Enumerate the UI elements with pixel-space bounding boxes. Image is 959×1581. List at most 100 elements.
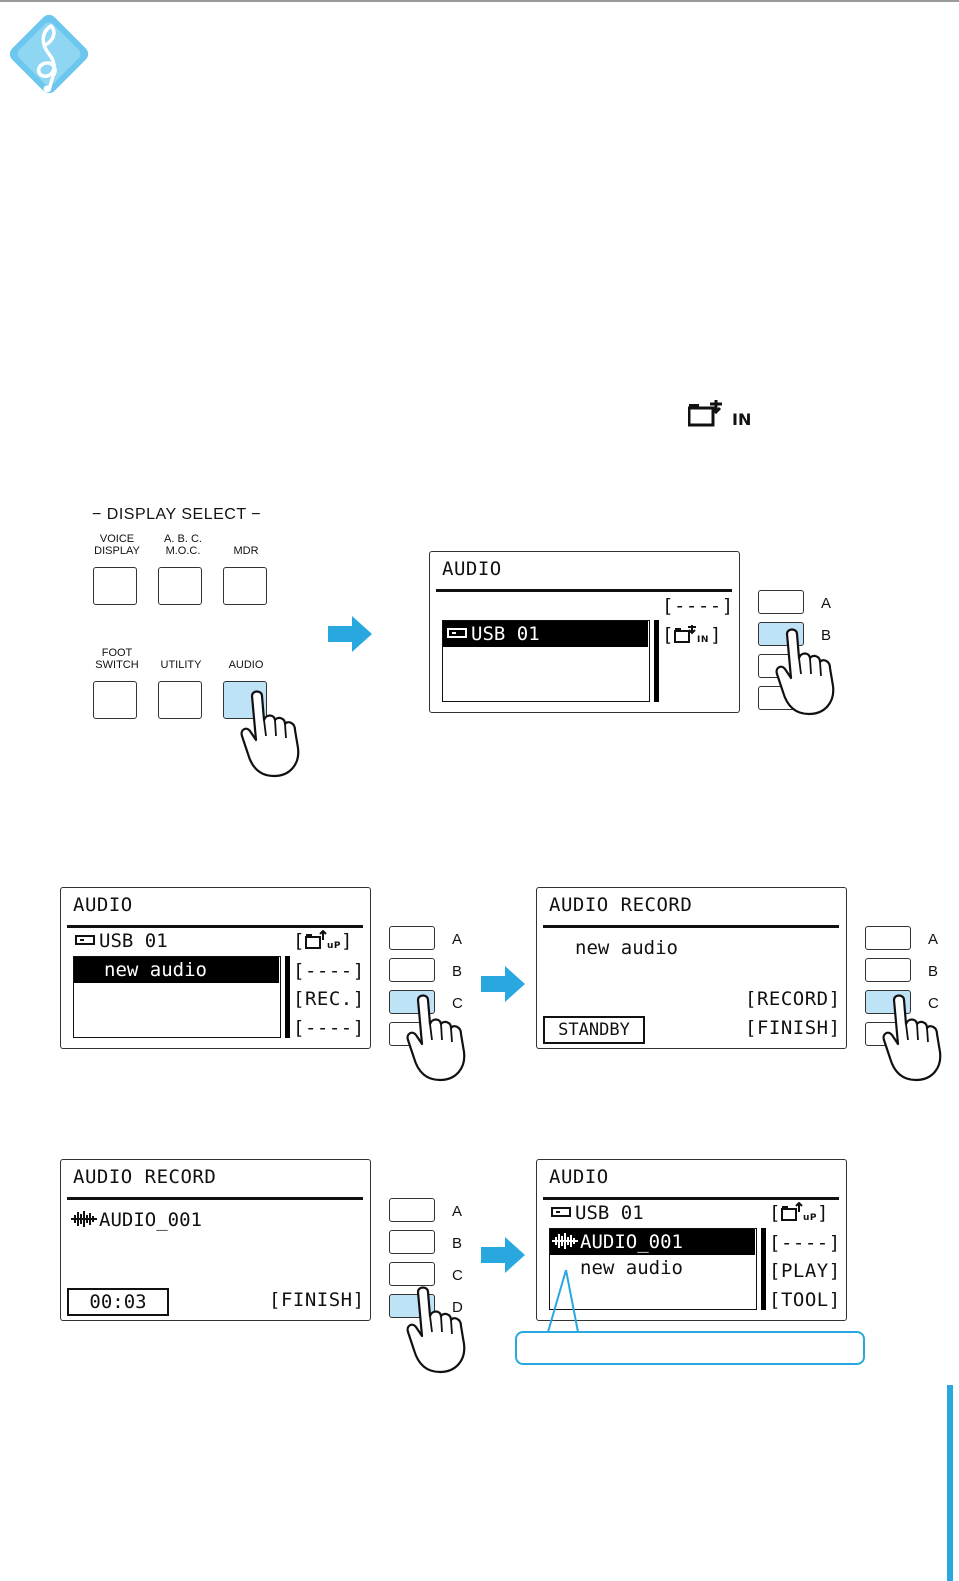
- lcd-title: AUDIO: [549, 1166, 609, 1188]
- audio-label: AUDIO: [228, 659, 264, 671]
- side-button-b[interactable]: [389, 958, 435, 982]
- display-select-title: − DISPLAY SELECT −: [92, 506, 262, 523]
- file-list: USB 01: [442, 620, 650, 702]
- lcd-title-rule: [543, 1197, 839, 1200]
- callout-pointer: [547, 1270, 579, 1333]
- treble-clef-diamond-icon: [9, 14, 89, 94]
- soft-key-a: [uP]: [293, 929, 353, 952]
- soft-key-d: [TOOL]: [769, 1289, 841, 1311]
- side-button-a[interactable]: [389, 1198, 435, 1222]
- svg-text:uP: uP: [803, 1213, 817, 1222]
- utility-button[interactable]: [158, 681, 202, 719]
- lcd-title: AUDIO: [73, 894, 133, 916]
- side-label-a: A: [928, 931, 939, 948]
- usb-device-icon: [447, 627, 467, 638]
- lcd-title-rule: [436, 589, 732, 592]
- side-label-a: A: [452, 931, 463, 948]
- soft-key-b: [IN]: [662, 624, 722, 646]
- svg-text:uP: uP: [327, 941, 341, 950]
- lcd-title: AUDIO: [442, 558, 502, 580]
- voice-display-button[interactable]: [93, 567, 137, 605]
- device-row: USB 01: [551, 1201, 644, 1225]
- device-row: USB 01: [75, 929, 168, 953]
- side-label-b: B: [452, 963, 463, 980]
- side-label-d: D: [452, 1299, 463, 1316]
- side-button-b[interactable]: [389, 1230, 435, 1254]
- soft-key-d: [----]: [293, 1017, 365, 1039]
- side-label-b: B: [821, 627, 832, 644]
- scrollbar[interactable]: [654, 620, 659, 702]
- list-item[interactable]: new audio: [580, 1257, 683, 1279]
- side-label-a: A: [452, 1203, 463, 1220]
- soft-key-c: [PLAY]: [769, 1260, 841, 1282]
- side-button-b[interactable]: [865, 958, 911, 982]
- side-button-a[interactable]: [389, 926, 435, 950]
- lcd-audio-screen-3: AUDIO USB 01 [uP] [----] [PLAY] [TOOL] A…: [536, 1159, 847, 1321]
- side-label-a: A: [821, 595, 832, 612]
- soft-key-b: [----]: [769, 1232, 841, 1254]
- svg-text:IN: IN: [697, 635, 709, 644]
- selected-usb-item[interactable]: USB 01: [443, 621, 648, 647]
- pointing-hand-icon: [775, 628, 835, 716]
- selected-new-audio-item[interactable]: new audio: [74, 957, 279, 983]
- side-label-b: B: [928, 963, 939, 980]
- audio-waveform-icon: [552, 1232, 578, 1249]
- soft-key-a: [uP]: [769, 1201, 829, 1224]
- song-name: new audio: [575, 937, 678, 959]
- folder-in-icon: IN: [673, 624, 709, 645]
- usb-device-icon: [75, 934, 95, 945]
- folder-up-icon: uP: [304, 929, 341, 951]
- pointing-hand-icon: [406, 994, 466, 1082]
- pointing-hand-icon: [882, 994, 942, 1082]
- top-divider: [0, 0, 959, 2]
- in-text: IN: [732, 410, 751, 428]
- folder-up-icon: uP: [780, 1201, 817, 1223]
- abc-moc-label: A. B. C. M.O.C.: [164, 533, 202, 557]
- utility-label: UTILITY: [160, 659, 202, 671]
- foot-switch-button[interactable]: [93, 681, 137, 719]
- scrollbar[interactable]: [285, 956, 290, 1038]
- lcd-title: AUDIO RECORD: [73, 1166, 217, 1188]
- lcd-audio-screen-1: AUDIO [----] [IN] USB 01: [429, 551, 740, 713]
- file-list: AUDIO_001 new audio: [549, 1228, 757, 1310]
- mdr-label: MDR: [233, 545, 259, 557]
- soft-key-d: [FINISH]: [269, 1289, 365, 1311]
- side-label-c: C: [928, 995, 939, 1012]
- lcd-title-rule: [543, 925, 839, 928]
- lcd-title-rule: [67, 925, 363, 928]
- lcd-audio-screen-2: AUDIO USB 01 [uP] [----] [REC.] [----] n…: [60, 887, 371, 1049]
- abc-moc-button[interactable]: [158, 567, 202, 605]
- lcd-audio-record-standby: AUDIO RECORD new audio [RECORD] [FINISH]…: [536, 887, 847, 1049]
- recording-time: 00:03: [67, 1288, 169, 1316]
- status-badge: STANDBY: [543, 1016, 645, 1044]
- voice-display-label: VOICE DISPLAY: [94, 533, 140, 557]
- right-arrow-icon: [328, 616, 372, 652]
- right-arrow-icon: [481, 966, 525, 1002]
- side-label-c: C: [452, 995, 463, 1012]
- foot-switch-label: FOOT SWITCH: [95, 647, 139, 671]
- side-button-a[interactable]: [758, 590, 804, 614]
- selected-audio-file-item[interactable]: AUDIO_001: [550, 1229, 755, 1255]
- soft-key-d: [FINISH]: [745, 1017, 841, 1039]
- soft-key-b: [----]: [293, 960, 365, 982]
- file-list: new audio: [73, 956, 281, 1038]
- pointing-hand-icon: [406, 1286, 466, 1374]
- usb-device-icon: [551, 1206, 571, 1217]
- lcd-title: AUDIO RECORD: [549, 894, 693, 916]
- page-edge-tab: [947, 1385, 953, 1581]
- soft-key-c: [REC.]: [293, 988, 365, 1010]
- side-label-c: C: [452, 1267, 463, 1284]
- mdr-button[interactable]: [223, 567, 267, 605]
- lcd-audio-record-recording: AUDIO RECORD AUDIO_001 [FINISH] 00:03: [60, 1159, 371, 1321]
- side-button-a[interactable]: [865, 926, 911, 950]
- pointing-hand-icon: [240, 690, 300, 778]
- folder-in-icon: IN: [688, 400, 751, 428]
- side-button-c[interactable]: [389, 1262, 435, 1286]
- scrollbar[interactable]: [761, 1228, 766, 1310]
- side-label-b: B: [452, 1235, 463, 1252]
- right-arrow-icon: [481, 1237, 525, 1273]
- recording-file: AUDIO_001: [71, 1208, 202, 1232]
- lcd-title-rule: [67, 1197, 363, 1200]
- callout-box: [515, 1331, 865, 1365]
- audio-waveform-icon: [71, 1210, 97, 1227]
